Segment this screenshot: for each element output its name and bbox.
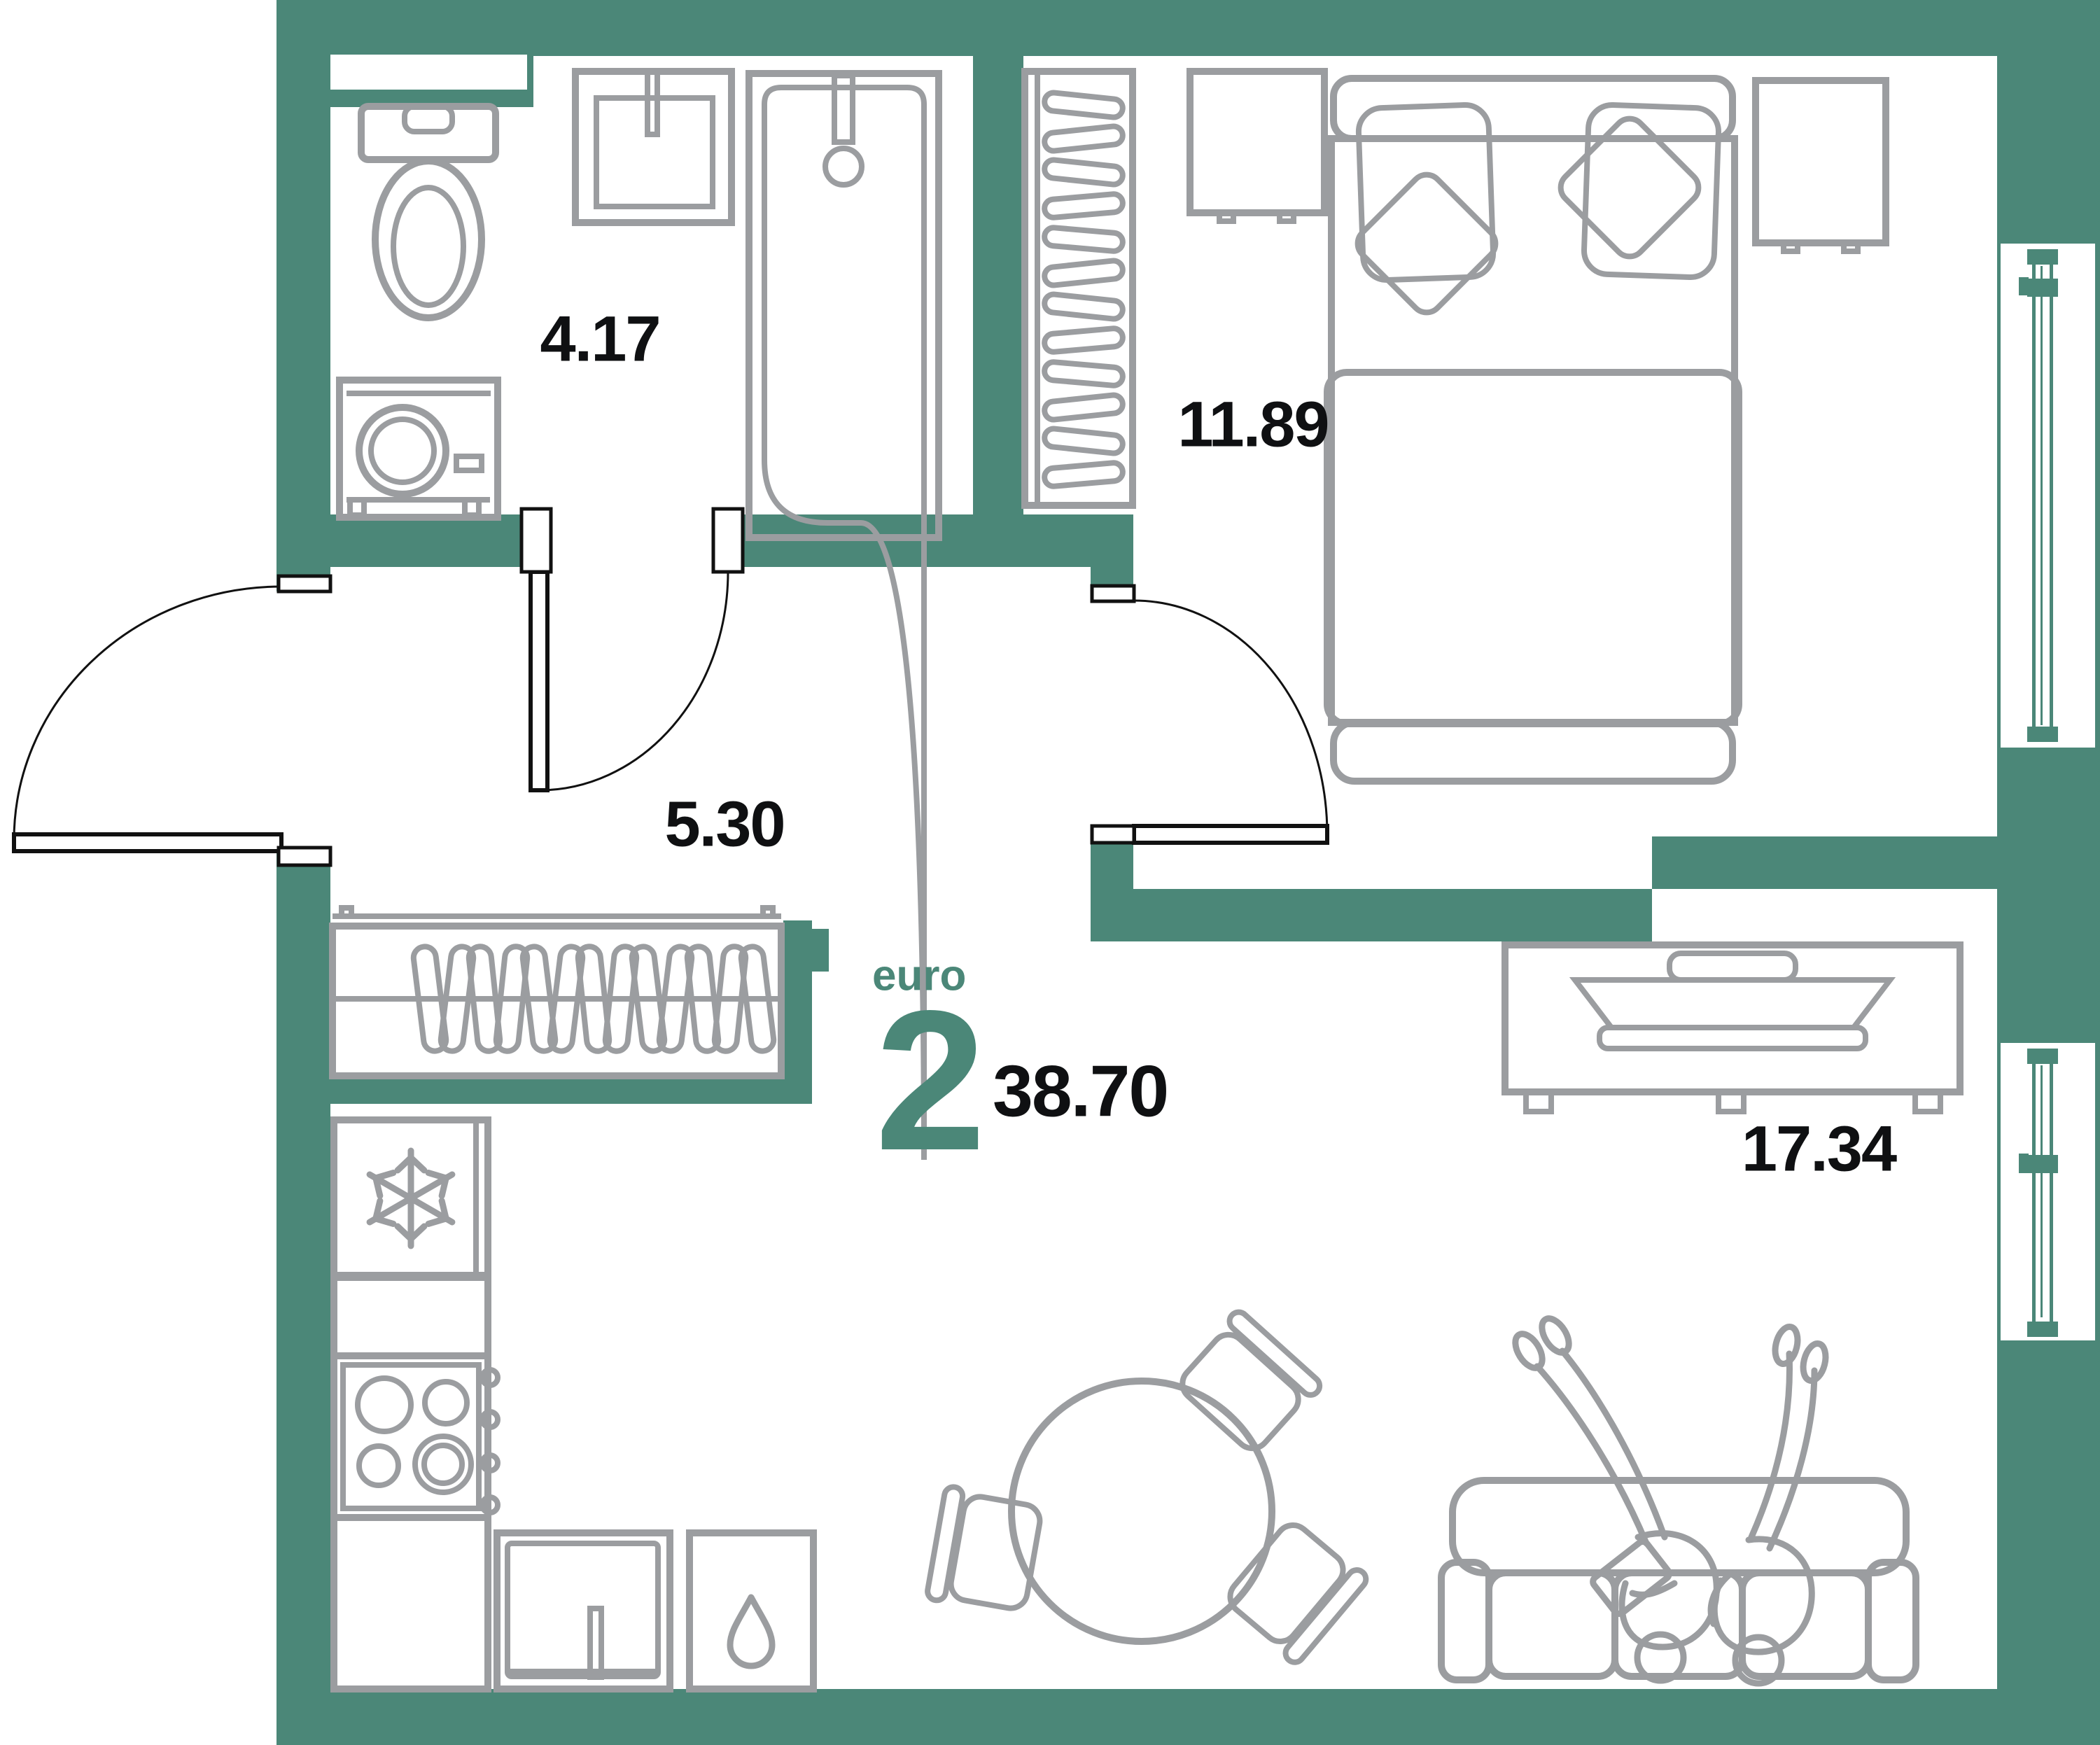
bathtub — [746, 70, 942, 1161]
wall-bedroom-south-right — [1652, 836, 1997, 889]
bathroom-door — [519, 507, 745, 792]
room-area-kitchen-living: 17.34 — [1741, 1113, 1897, 1185]
wall-bathroom-bedroom — [973, 56, 1023, 567]
bathroom-sink — [572, 68, 735, 226]
washing-machine — [336, 377, 501, 521]
hanging-clothes-icon — [410, 944, 777, 1054]
sofa — [1438, 1477, 1919, 1683]
dining-chair — [1227, 1522, 1369, 1665]
entrance-door — [12, 574, 332, 867]
wall-closet-stub-tab — [812, 929, 829, 972]
kitchen-sink-cabinet — [493, 1529, 673, 1693]
window-bedroom — [1997, 244, 2100, 748]
wall-left-lower — [276, 848, 330, 1745]
fridge — [330, 1116, 491, 1279]
window-handle-icon — [2019, 1154, 2029, 1173]
bedroom-wardrobe — [1021, 68, 1136, 509]
kitchen-corner-cabinet — [330, 1514, 491, 1693]
dining-chair — [925, 1484, 1043, 1611]
wall-bathroom-south-left — [330, 514, 522, 567]
tv-stand — [1502, 941, 1963, 1114]
dining-table — [1008, 1378, 1275, 1645]
burner-icon — [356, 1443, 401, 1488]
wall-bedroom-south-left — [1091, 889, 1652, 941]
toilet-niche — [327, 55, 527, 90]
person-head — [1732, 1634, 1785, 1687]
stove-knob — [479, 1409, 500, 1430]
nightstand-right — [1752, 77, 1889, 254]
faucet-icon — [587, 1606, 604, 1680]
bed — [1324, 75, 1742, 785]
total-area-label: 38.70 — [993, 1051, 1169, 1133]
stove-knob — [479, 1367, 500, 1388]
burner-icon — [355, 1375, 414, 1434]
kitchen-drop-cabinet — [686, 1529, 817, 1693]
window-living — [1997, 1043, 2100, 1340]
nightstand-left — [1186, 68, 1328, 224]
hanging-clothes-icon — [1042, 90, 1126, 489]
kitchen-cabinet — [330, 1274, 491, 1359]
wall-hallway-south — [276, 1076, 812, 1104]
wall-top — [276, 0, 2100, 56]
burner-icon — [422, 1379, 470, 1427]
window-handle-icon — [2019, 277, 2029, 295]
tablet-icon — [1590, 1538, 1672, 1618]
wall-left-upper — [276, 0, 330, 591]
room-area-bedroom: 11.89 — [1177, 388, 1329, 461]
wall-right-lower — [1997, 1340, 2100, 1745]
stove — [330, 1352, 500, 1521]
people-on-sofa — [1512, 1315, 1829, 1687]
stove-knob — [479, 1494, 500, 1515]
burner-icon — [412, 1434, 474, 1495]
snowflake-icon — [366, 1147, 456, 1249]
wall-right-middle — [1997, 748, 2100, 1043]
dining-chair — [1180, 1309, 1323, 1452]
pillow — [1354, 101, 1722, 316]
person-head — [1634, 1631, 1687, 1684]
plan-type-label: euro — [872, 951, 967, 1000]
room-area-bathroom: 4.17 — [540, 303, 661, 375]
wall-closet-stub — [783, 920, 812, 1104]
hallway-closet — [329, 905, 785, 1079]
wall-right-upper — [1997, 0, 2100, 244]
rooms-count-label: 2 — [875, 969, 986, 1192]
tv-icon — [1667, 951, 1798, 983]
water-drop-icon — [727, 1594, 776, 1669]
wall-bottom — [276, 1689, 2100, 1745]
stove-knob — [479, 1452, 500, 1473]
bedroom-door — [1090, 584, 1329, 845]
toilet — [358, 103, 499, 321]
room-area-hallway: 5.30 — [664, 788, 785, 860]
